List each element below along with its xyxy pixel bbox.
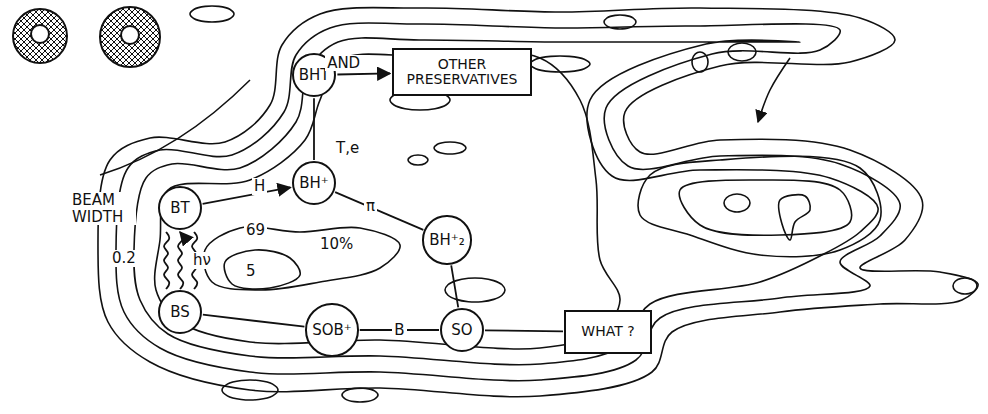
contour-line (724, 194, 750, 212)
species-circle: SOB⁺ (305, 303, 359, 357)
node-text: OTHER PRESERVATIVES (402, 57, 522, 88)
contour-line (953, 278, 977, 294)
edge-label: hν (191, 252, 213, 269)
pathway-line (313, 98, 315, 160)
node-text: SOB⁺ (312, 322, 352, 339)
contour-line (604, 15, 636, 29)
node-text: BH⁺ (299, 175, 329, 192)
contour-line (530, 56, 590, 72)
path-label: H (252, 178, 267, 195)
contour-line (155, 52, 620, 349)
contour-line (408, 155, 428, 165)
node-text: BS (170, 304, 190, 321)
photon-wave (164, 232, 169, 289)
value-label: 0.2 (110, 250, 138, 267)
contour-line (692, 52, 708, 72)
pathway-line (451, 265, 458, 307)
flow-arrow (758, 58, 790, 122)
contour-line (342, 388, 378, 402)
node-text: BH⁺₂ (429, 232, 465, 249)
pathway-line (203, 315, 305, 327)
contour-line (98, 8, 978, 397)
species-circle: BS (158, 290, 202, 334)
species-circle: SO (440, 308, 484, 352)
outcome-box: OTHER PRESERVATIVES (392, 48, 532, 97)
contour-value: 5 (244, 263, 258, 280)
outcome-box: WHAT ? (564, 310, 652, 354)
contour-line (134, 38, 878, 365)
pathway-line (485, 330, 563, 331)
contour-line (679, 180, 851, 235)
axis-note: BEAM WIDTH (70, 192, 136, 225)
path-label: π (364, 198, 377, 215)
path-label: T,e (334, 140, 361, 157)
contour-value: 69 (244, 222, 267, 239)
pathway-line (337, 73, 390, 74)
contour-line (204, 227, 401, 290)
contour-line (638, 156, 881, 257)
contour-line (190, 6, 234, 22)
species-circle: BH⁺ (292, 161, 336, 205)
contour-line (116, 23, 900, 381)
photon-arrow (178, 232, 183, 289)
edge-label: AND (325, 55, 362, 72)
node-text: SO (451, 322, 472, 339)
beam-spot (100, 7, 160, 67)
node-text: WHAT ? (581, 324, 634, 339)
beam-spot (13, 9, 67, 63)
pathway-line (203, 187, 291, 203)
species-circle: BT (158, 186, 202, 230)
leader-line (100, 80, 250, 175)
edge-label: B (392, 322, 406, 339)
contour-value: 10% (318, 236, 355, 253)
contour-line (434, 142, 466, 154)
species-circle: BH⁺₂ (422, 215, 472, 265)
node-text: BT (170, 200, 189, 217)
contour-line (728, 43, 756, 61)
contour-line (224, 250, 300, 289)
contour-line (222, 380, 278, 400)
contour-line (778, 195, 810, 240)
pathway-line (335, 192, 423, 230)
